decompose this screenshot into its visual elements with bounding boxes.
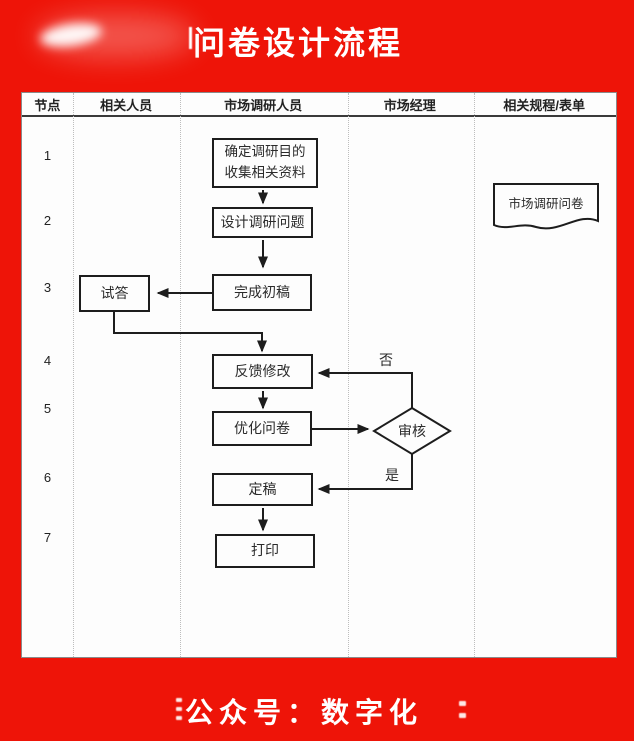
decision-label-review: 审核 bbox=[398, 423, 426, 439]
branch-label-yes: 是 bbox=[385, 467, 399, 483]
lane-separator-2 bbox=[180, 93, 181, 657]
node-number-2: 2 bbox=[43, 213, 52, 228]
node-number-7: 7 bbox=[43, 530, 52, 545]
blurred-glyph-remnant-title bbox=[189, 27, 192, 49]
blurred-glyph-remnant-left bbox=[176, 698, 182, 702]
node-number-5: 5 bbox=[43, 401, 52, 416]
arrow-decision-no-to-step4 bbox=[317, 368, 413, 409]
step-box-optimize-questionnaire: 优化问卷 bbox=[212, 411, 312, 446]
node-number-6: 6 bbox=[43, 470, 52, 485]
step-box-determine-purpose: 确定调研目的 收集相关资料 bbox=[212, 138, 318, 188]
node-number-3: 3 bbox=[43, 280, 52, 295]
decision-diamond bbox=[372, 406, 452, 456]
table-header-row: 节点 相关人员 市场调研人员 市场经理 相关规程/表单 bbox=[22, 93, 616, 117]
column-header-node: 节点 bbox=[34, 97, 61, 113]
blurred-glyph-remnant-right bbox=[459, 701, 466, 706]
document-shape bbox=[493, 183, 599, 230]
page-title: 问卷设计流程 bbox=[193, 25, 404, 61]
document-label: 市场调研问卷 bbox=[508, 196, 584, 211]
column-header-related-forms: 相关规程/表单 bbox=[503, 97, 586, 113]
step-box-feedback-revise: 反馈修改 bbox=[212, 354, 313, 389]
step-box-finalize: 定稿 bbox=[212, 473, 313, 506]
branch-label-no: 否 bbox=[379, 352, 393, 368]
step1-line1: 确定调研目的 bbox=[224, 144, 306, 160]
lane-separator-4 bbox=[474, 93, 475, 657]
arrow-decision-yes-to-step6 bbox=[317, 453, 413, 494]
arrow-trial-to-step4 bbox=[113, 312, 267, 353]
node-number-1: 1 bbox=[43, 148, 52, 163]
lane-separator-1 bbox=[73, 93, 74, 657]
flow-table: 节点 相关人员 市场调研人员 市场经理 相关规程/表单 1 2 3 4 5 6 … bbox=[21, 92, 617, 658]
lane-separator-3 bbox=[348, 93, 349, 657]
column-header-related-staff: 相关人员 bbox=[100, 97, 153, 113]
node-number-4: 4 bbox=[43, 353, 52, 368]
step1-line2: 收集相关资料 bbox=[224, 165, 306, 180]
footer-account-text: 公众号：数字化 bbox=[185, 697, 424, 728]
step-box-print: 打印 bbox=[215, 534, 315, 568]
step-box-design-questions: 设计调研问题 bbox=[212, 207, 313, 238]
column-header-market-researcher: 市场调研人员 bbox=[224, 97, 303, 113]
step-box-complete-draft: 完成初稿 bbox=[212, 274, 312, 311]
column-header-market-manager: 市场经理 bbox=[383, 97, 436, 113]
side-box-trial-answer: 试答 bbox=[79, 275, 150, 312]
flow-connectors bbox=[113, 183, 599, 532]
